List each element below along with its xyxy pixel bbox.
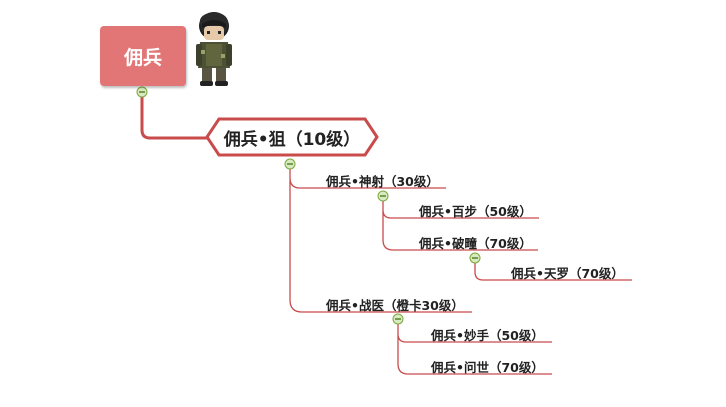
branch-1-label[interactable]: 佣兵•神射（30级）	[326, 174, 439, 189]
connector-central-branches	[289, 164, 320, 313]
leaf-5-label[interactable]: 佣兵•问世（70级）	[431, 360, 544, 375]
connector-root-central	[140, 92, 207, 140]
leaf-1-label[interactable]: 佣兵•百步（50级）	[419, 204, 532, 219]
branch-2-label[interactable]: 佣兵•战医（橙卡30级）	[326, 298, 464, 313]
central-node-shape[interactable]	[205, 117, 379, 157]
leaf-4-label[interactable]: 佣兵•妙手（50级）	[431, 328, 544, 343]
root-node[interactable]: 佣兵	[100, 26, 186, 86]
collapse-toggle-branch-1[interactable]	[377, 190, 389, 202]
collapse-toggle-central[interactable]	[284, 158, 296, 170]
connector-branch2-children	[397, 319, 426, 375]
connector-child-grandchild	[474, 258, 506, 281]
central-node-label: 佣兵•狙（10级）	[223, 129, 361, 150]
connector-branch1-children	[382, 196, 415, 251]
mercenary-avatar-icon	[196, 12, 232, 86]
collapse-toggle-branch-2[interactable]	[392, 313, 404, 325]
collapse-toggle-leaf-2[interactable]	[469, 252, 481, 264]
leaf-3-label[interactable]: 佣兵•天罗（70级）	[511, 266, 624, 281]
leaf-2-label[interactable]: 佣兵•破疃（70级）	[419, 236, 532, 251]
collapse-toggle-root[interactable]	[136, 86, 148, 98]
